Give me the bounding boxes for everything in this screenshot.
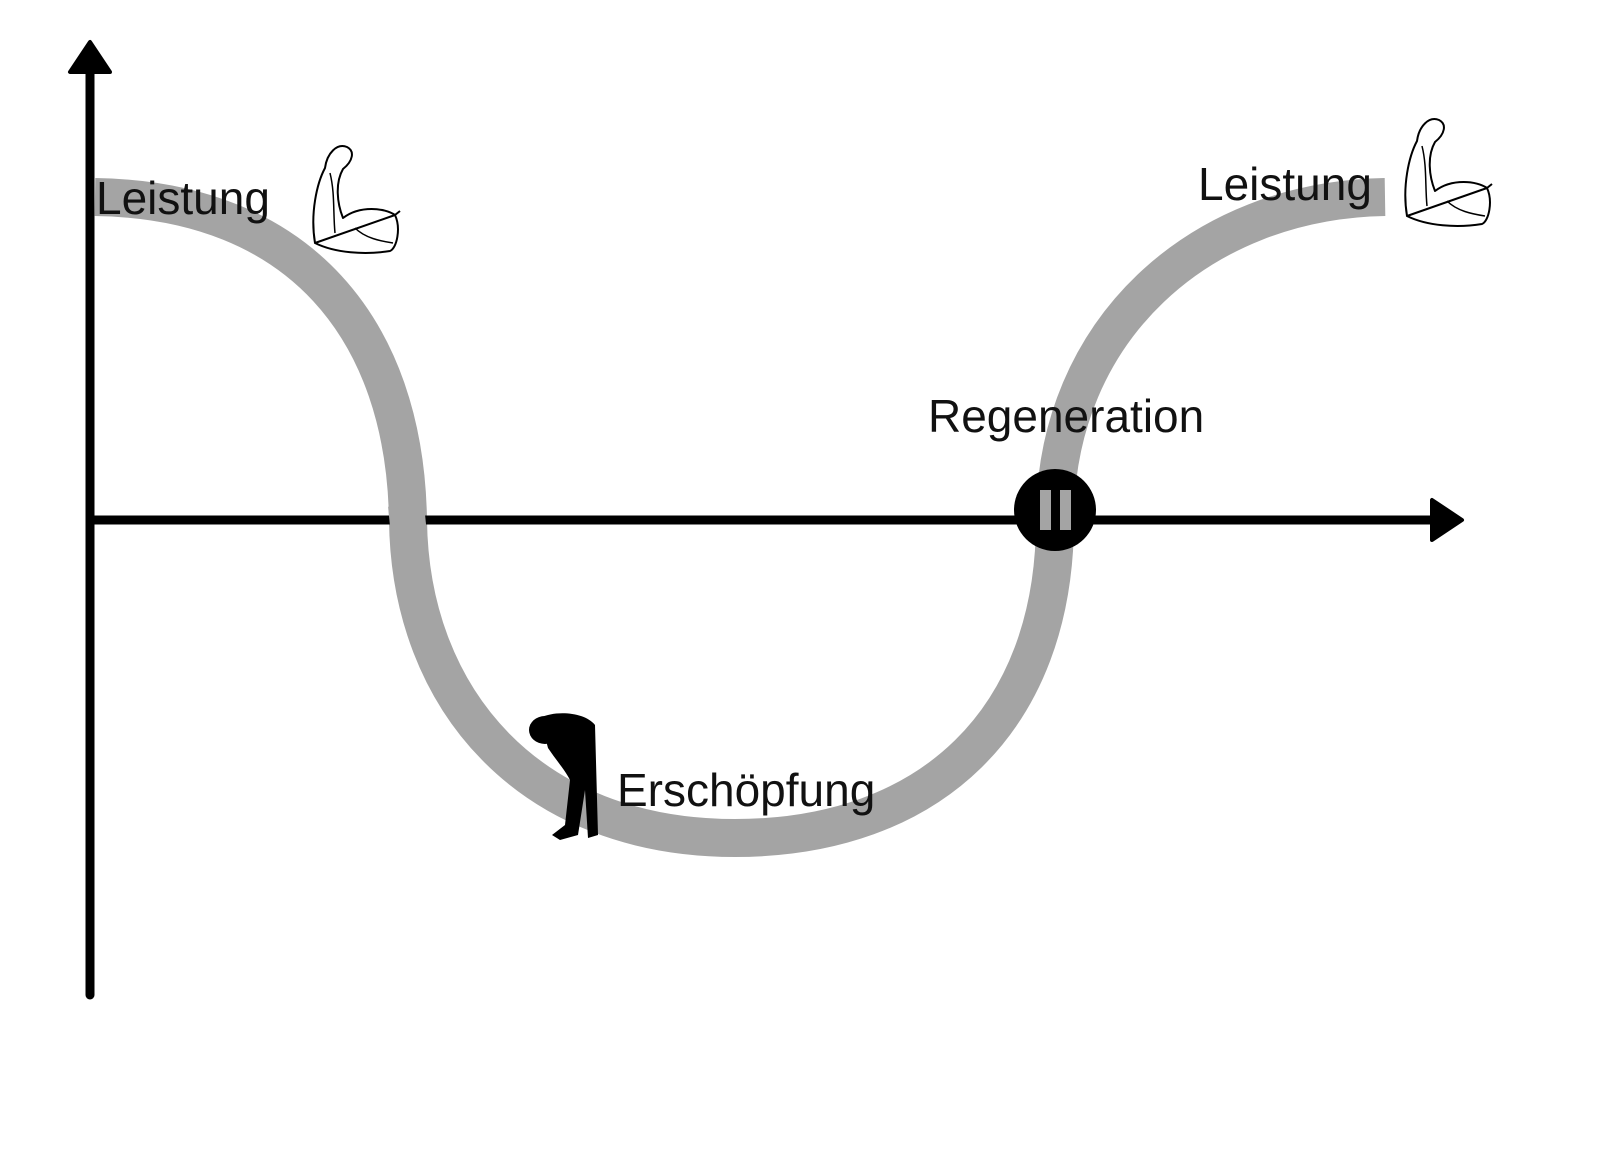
performance-curve <box>94 178 1386 858</box>
label-regeneration: Regeneration <box>928 390 1204 442</box>
label-performance-end: Leistung <box>1198 158 1372 210</box>
exhausted-person-icon <box>529 713 598 840</box>
label-performance-start: Leistung <box>96 172 270 224</box>
flexed-bicep-icon <box>1404 118 1493 227</box>
pause-icon <box>1014 469 1096 551</box>
flexed-bicep-icon <box>312 145 401 254</box>
y-axis-arrowhead <box>68 40 112 74</box>
label-exhaustion: Erschöpfung <box>617 764 875 816</box>
x-axis-arrowhead <box>1430 498 1464 542</box>
